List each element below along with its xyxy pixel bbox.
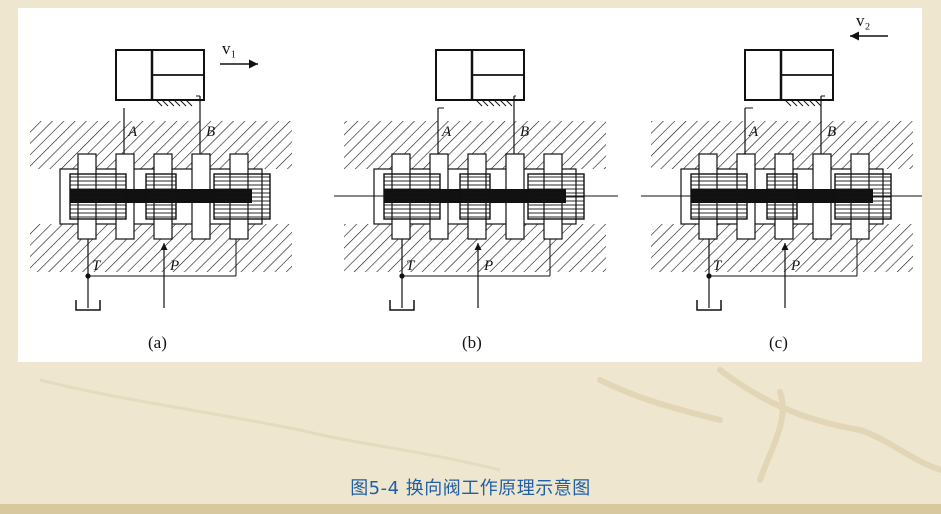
port-a-label: A — [441, 124, 452, 140]
port-a-label: A — [748, 124, 759, 140]
spool-land-middle — [145, 173, 177, 220]
subfigure-label-b: (b) — [462, 333, 482, 352]
tank-symbol — [75, 300, 101, 311]
port-t-label: T — [92, 258, 102, 274]
port-p-label: P — [169, 258, 179, 274]
port-t-label: T — [406, 258, 416, 274]
spool-land-left — [69, 173, 127, 220]
tank-symbol — [389, 300, 415, 311]
subfigure-label-a: (a) — [148, 333, 167, 352]
diagram-panel: v₁ A B T P (a) A B T P (b) v₂ A B T P (c) — [18, 8, 925, 362]
port-p-label: P — [790, 258, 800, 274]
figure-caption: 图5-4 换向阀工作原理示意图 — [350, 478, 591, 499]
valve-panel-a: v₁ A B T P (a) — [30, 39, 292, 352]
port-b-label: B — [206, 124, 215, 140]
velocity-label: v₁ — [222, 39, 236, 58]
valve-panel-c: v₂ A B T P (c) — [641, 11, 925, 352]
port-t-label: T — [713, 258, 723, 274]
port-a-label: A — [127, 124, 138, 140]
port-b-label: B — [827, 124, 836, 140]
valve-panel-b: A B T P (b) — [334, 49, 618, 352]
port-b-label: B — [520, 124, 529, 140]
subfigure-label-c: (c) — [769, 333, 788, 352]
spool-land-right — [213, 173, 271, 220]
tank-symbol — [696, 300, 722, 311]
port-p-label: P — [483, 258, 493, 274]
velocity-label: v₂ — [856, 11, 870, 30]
valve-diagram: v₁ A B T P (a) A B T P (b) v₂ A B T P (c) — [30, 11, 925, 352]
